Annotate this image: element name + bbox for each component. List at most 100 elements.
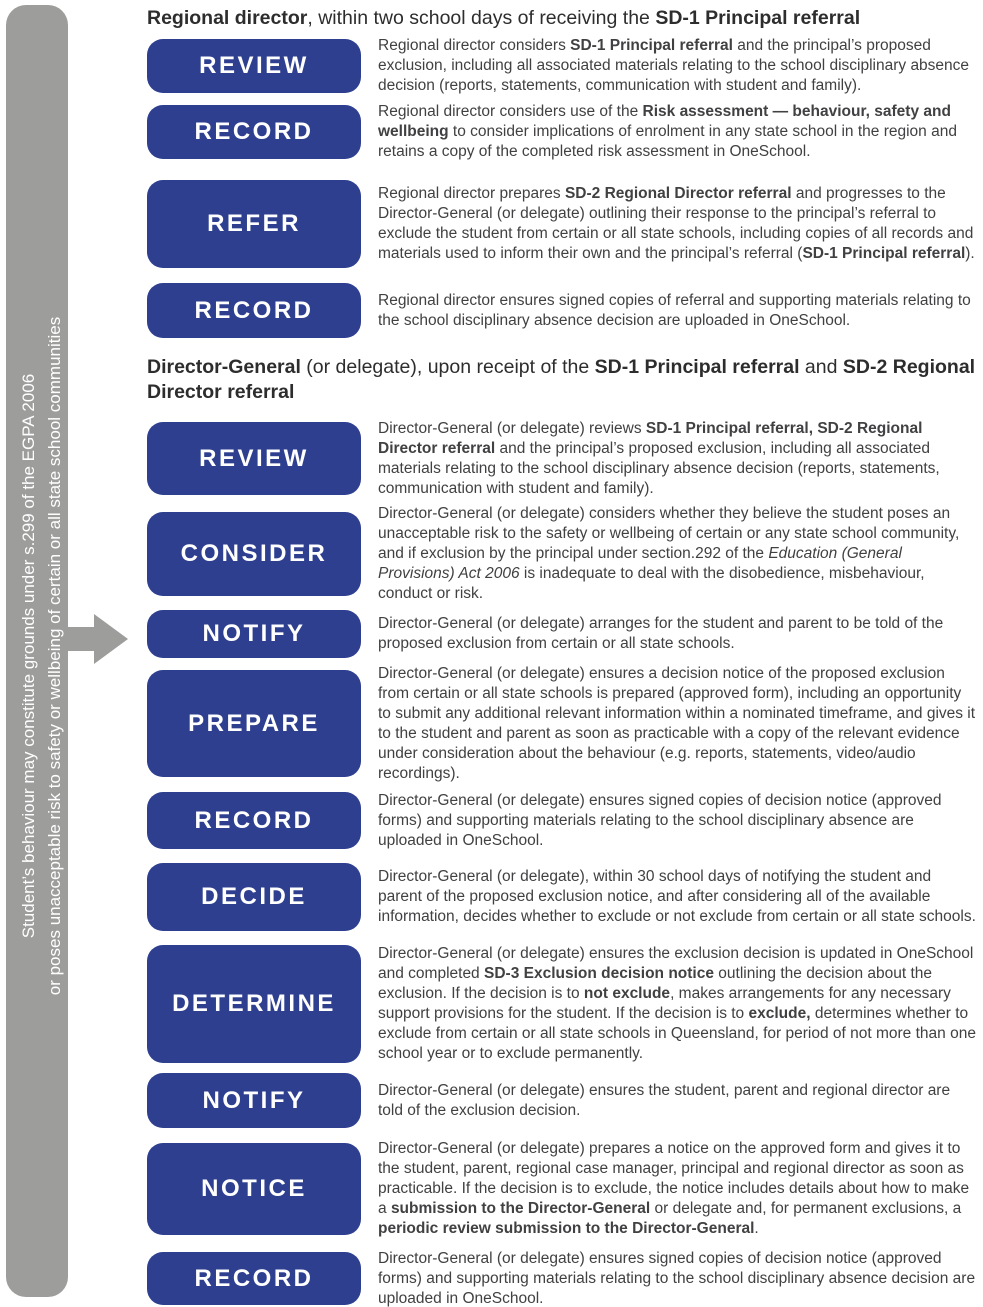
process-row-review-1-0: REVIEW Director-General (or delegate) rev… <box>147 420 978 497</box>
sidebar-grounds-bar: Student’s behaviour may constitute groun… <box>6 5 68 1297</box>
text-segment: SD-1 Principal referral, SD-2 Regional D… <box>378 419 923 457</box>
text-segment: SD-2 Regional Director referral <box>147 356 976 403</box>
process-row-consider-1-1: CONSIDER Director-General (or delegate) c… <box>147 505 978 602</box>
sidebar-caption-line2: or poses unacceptable risk to safety or … <box>45 316 64 996</box>
process-row-determine-1-6: DETERMINE Director-General (or delegate) … <box>147 945 978 1063</box>
process-description: Director-General (or delegate) ensures t… <box>378 944 978 1064</box>
process-box: DECIDE <box>147 863 361 931</box>
process-box: RECORD <box>147 105 361 159</box>
text-segment: , makes arrangements for any necessary s… <box>378 985 951 1022</box>
process-row-record-0-3: RECORD Regional director ensures signed c… <box>147 283 978 338</box>
section-heading-director-general: Director-General (or delegate), upon rec… <box>147 355 983 405</box>
sidebar-rotated-caption: Student’s behaviour may constitute groun… <box>16 16 70 1296</box>
process-row-refer-0-2: REFER Regional director prepares SD-2 Reg… <box>147 180 978 268</box>
process-row-notify-1-7: NOTIFY Director-General (or delegate) ens… <box>147 1073 978 1128</box>
process-box: NOTICE <box>147 1143 361 1235</box>
flow-arrow-icon <box>66 614 128 664</box>
text-segment: not exclude <box>583 985 671 1002</box>
text-segment: exclude, <box>748 1005 811 1022</box>
text-segment: Regional director considers <box>378 37 571 54</box>
text-segment: ). <box>965 245 975 262</box>
process-box: RECORD <box>147 283 361 338</box>
process-step-label: REVIEW <box>199 52 309 79</box>
text-segment: SD-1 Principal referral <box>802 245 966 262</box>
text-segment: Director-General (or delegate) ensures a… <box>378 664 976 782</box>
process-box: PREPARE <box>147 670 361 777</box>
process-box: NOTIFY <box>147 610 361 658</box>
text-segment: and the principal’s proposed exclusion, … <box>378 439 940 497</box>
process-step-label: DECIDE <box>201 883 307 910</box>
text-segment: SD-1 Principal referral <box>655 7 861 29</box>
text-segment: Director-General (or delegate) ensures t… <box>378 1081 951 1119</box>
process-description: Director-General (or delegate) ensures s… <box>378 791 978 851</box>
process-description: Director-General (or delegate), within 3… <box>378 867 978 927</box>
process-step-label: NOTICE <box>201 1175 307 1202</box>
process-step-label: DETERMINE <box>172 990 336 1017</box>
process-description: Regional director considers SD-1 Princip… <box>378 36 978 96</box>
process-box: DETERMINE <box>147 945 361 1063</box>
process-box: RECORD <box>147 792 361 849</box>
section-heading-regional-director: Regional director, within two school day… <box>147 6 983 31</box>
text-segment: determines whether to exclude from certa… <box>378 1005 976 1062</box>
process-row-notify-1-2: NOTIFY Director-General (or delegate) arr… <box>147 610 978 658</box>
process-box: NOTIFY <box>147 1073 361 1128</box>
text-segment: outlining the decision about the exclusi… <box>378 965 933 1002</box>
text-segment: Director-General (or delegate) reviews <box>378 419 646 437</box>
process-box: REVIEW <box>147 422 361 495</box>
text-segment: periodic review submission to the Direct… <box>378 1220 755 1237</box>
process-step-label: REFER <box>207 210 301 237</box>
process-description: Director-General (or delegate) ensures s… <box>378 1249 978 1307</box>
text-segment: SD-2 Regional Director referral <box>564 185 792 202</box>
text-segment: and progresses to the Director-General (… <box>378 185 974 262</box>
process-step-label: NOTIFY <box>202 620 306 647</box>
process-row-prepare-1-3: PREPARE Director-General (or delegate) en… <box>147 665 978 782</box>
process-step-label: RECORD <box>194 1264 314 1292</box>
process-step-label: CONSIDER <box>180 540 328 567</box>
text-segment: Education (General Provisions) Act 2006 <box>378 545 902 582</box>
text-segment: SD-3 Exclusion decision notice <box>484 965 714 982</box>
process-row-review-0-0: REVIEW Regional director considers SD-1 P… <box>147 36 978 96</box>
process-description: Director-General (or delegate) prepares … <box>378 1139 978 1239</box>
process-row-decide-1-5: DECIDE Director-General (or delegate), wi… <box>147 863 978 931</box>
process-box: RECORD <box>147 1252 361 1305</box>
text-segment: Director-General (or delegate) ensures t… <box>378 945 974 982</box>
process-description: Director-General (or delegate) considers… <box>378 504 978 604</box>
text-segment: . <box>754 1220 759 1237</box>
text-segment: SD-1 Principal referral <box>570 37 733 54</box>
process-box: REVIEW <box>147 39 361 93</box>
process-row-record-1-9: RECORD Director-General (or delegate) ens… <box>147 1249 978 1307</box>
text-segment: Director-General (or delegate) ensures s… <box>378 791 942 849</box>
text-segment: Director-General (or delegate) considers… <box>378 505 960 562</box>
text-segment: and <box>799 356 843 378</box>
text-segment: (or delegate), upon receipt of the <box>300 356 595 378</box>
text-segment: and the principal’s proposed exclusion, … <box>378 37 970 94</box>
sidebar-caption-line1: Student’s behaviour may constitute groun… <box>19 373 38 939</box>
process-description: Director-General (or delegate) reviews S… <box>378 419 978 499</box>
process-row-record-0-1: RECORD Regional director considers use of… <box>147 102 978 162</box>
process-box: CONSIDER <box>147 512 361 596</box>
process-step-label: RECORD <box>194 806 314 834</box>
process-row-record-1-4: RECORD Director-General (or delegate) ens… <box>147 792 978 849</box>
text-segment: Regional director <box>147 7 308 29</box>
process-step-label: NOTIFY <box>202 1086 306 1114</box>
process-step-label: PREPARE <box>188 709 320 737</box>
process-description: Regional director considers use of the R… <box>378 102 978 162</box>
process-description: Regional director prepares SD-2 Regional… <box>378 184 978 264</box>
text-segment: Regional director considers use of the <box>378 103 643 120</box>
process-description: Director-General (or delegate) ensures a… <box>378 664 978 784</box>
process-description: Director-General (or delegate) ensures t… <box>378 1081 978 1121</box>
text-segment: Risk assessment — behaviour, safety and … <box>378 103 951 140</box>
process-description: Regional director ensures signed copies … <box>378 291 978 331</box>
text-segment: to consider implications of enrolment in… <box>378 123 957 160</box>
text-segment: Director-General (or delegate), within 3… <box>378 868 976 925</box>
text-segment: Regional director ensures signed copies … <box>378 291 971 329</box>
process-step-label: REVIEW <box>199 444 309 472</box>
process-description: Director-General (or delegate) arranges … <box>378 614 978 654</box>
process-step-label: RECORD <box>194 296 314 324</box>
process-step-label: RECORD <box>194 118 314 145</box>
text-segment: is inadequate to deal with the disobedie… <box>378 565 925 602</box>
text-segment: Regional director prepares <box>378 185 565 202</box>
process-row-notice-1-8: NOTICE Director-General (or delegate) pre… <box>147 1140 978 1237</box>
text-segment: Director-General (or delegate) ensures s… <box>378 1249 976 1307</box>
